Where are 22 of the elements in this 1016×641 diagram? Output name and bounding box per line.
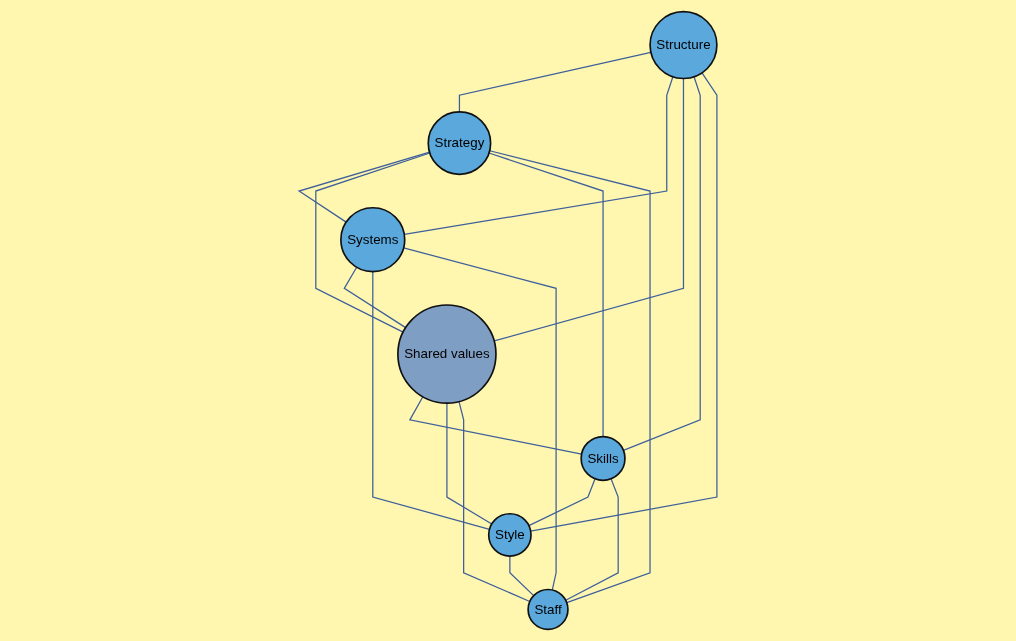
connector xyxy=(446,402,493,525)
node-circle: Structure xyxy=(649,10,718,80)
connector xyxy=(530,72,718,532)
connector xyxy=(458,51,652,113)
node-circle: Staff xyxy=(527,588,569,631)
node-circle: Skills xyxy=(580,435,626,482)
connector xyxy=(343,266,407,329)
connector xyxy=(488,152,604,438)
connector xyxy=(403,247,557,591)
connector xyxy=(493,77,685,342)
connector xyxy=(565,478,619,601)
connector xyxy=(372,270,491,530)
connector xyxy=(528,478,596,527)
node-circle: Strategy xyxy=(427,111,492,176)
connector xyxy=(297,151,431,223)
node-circle: Shared values xyxy=(397,304,497,404)
connector xyxy=(622,76,701,451)
connector xyxy=(509,555,535,597)
node-circle: Systems xyxy=(340,206,406,273)
connector xyxy=(315,152,431,333)
connector xyxy=(408,396,583,455)
node-circle: Style xyxy=(487,512,532,557)
